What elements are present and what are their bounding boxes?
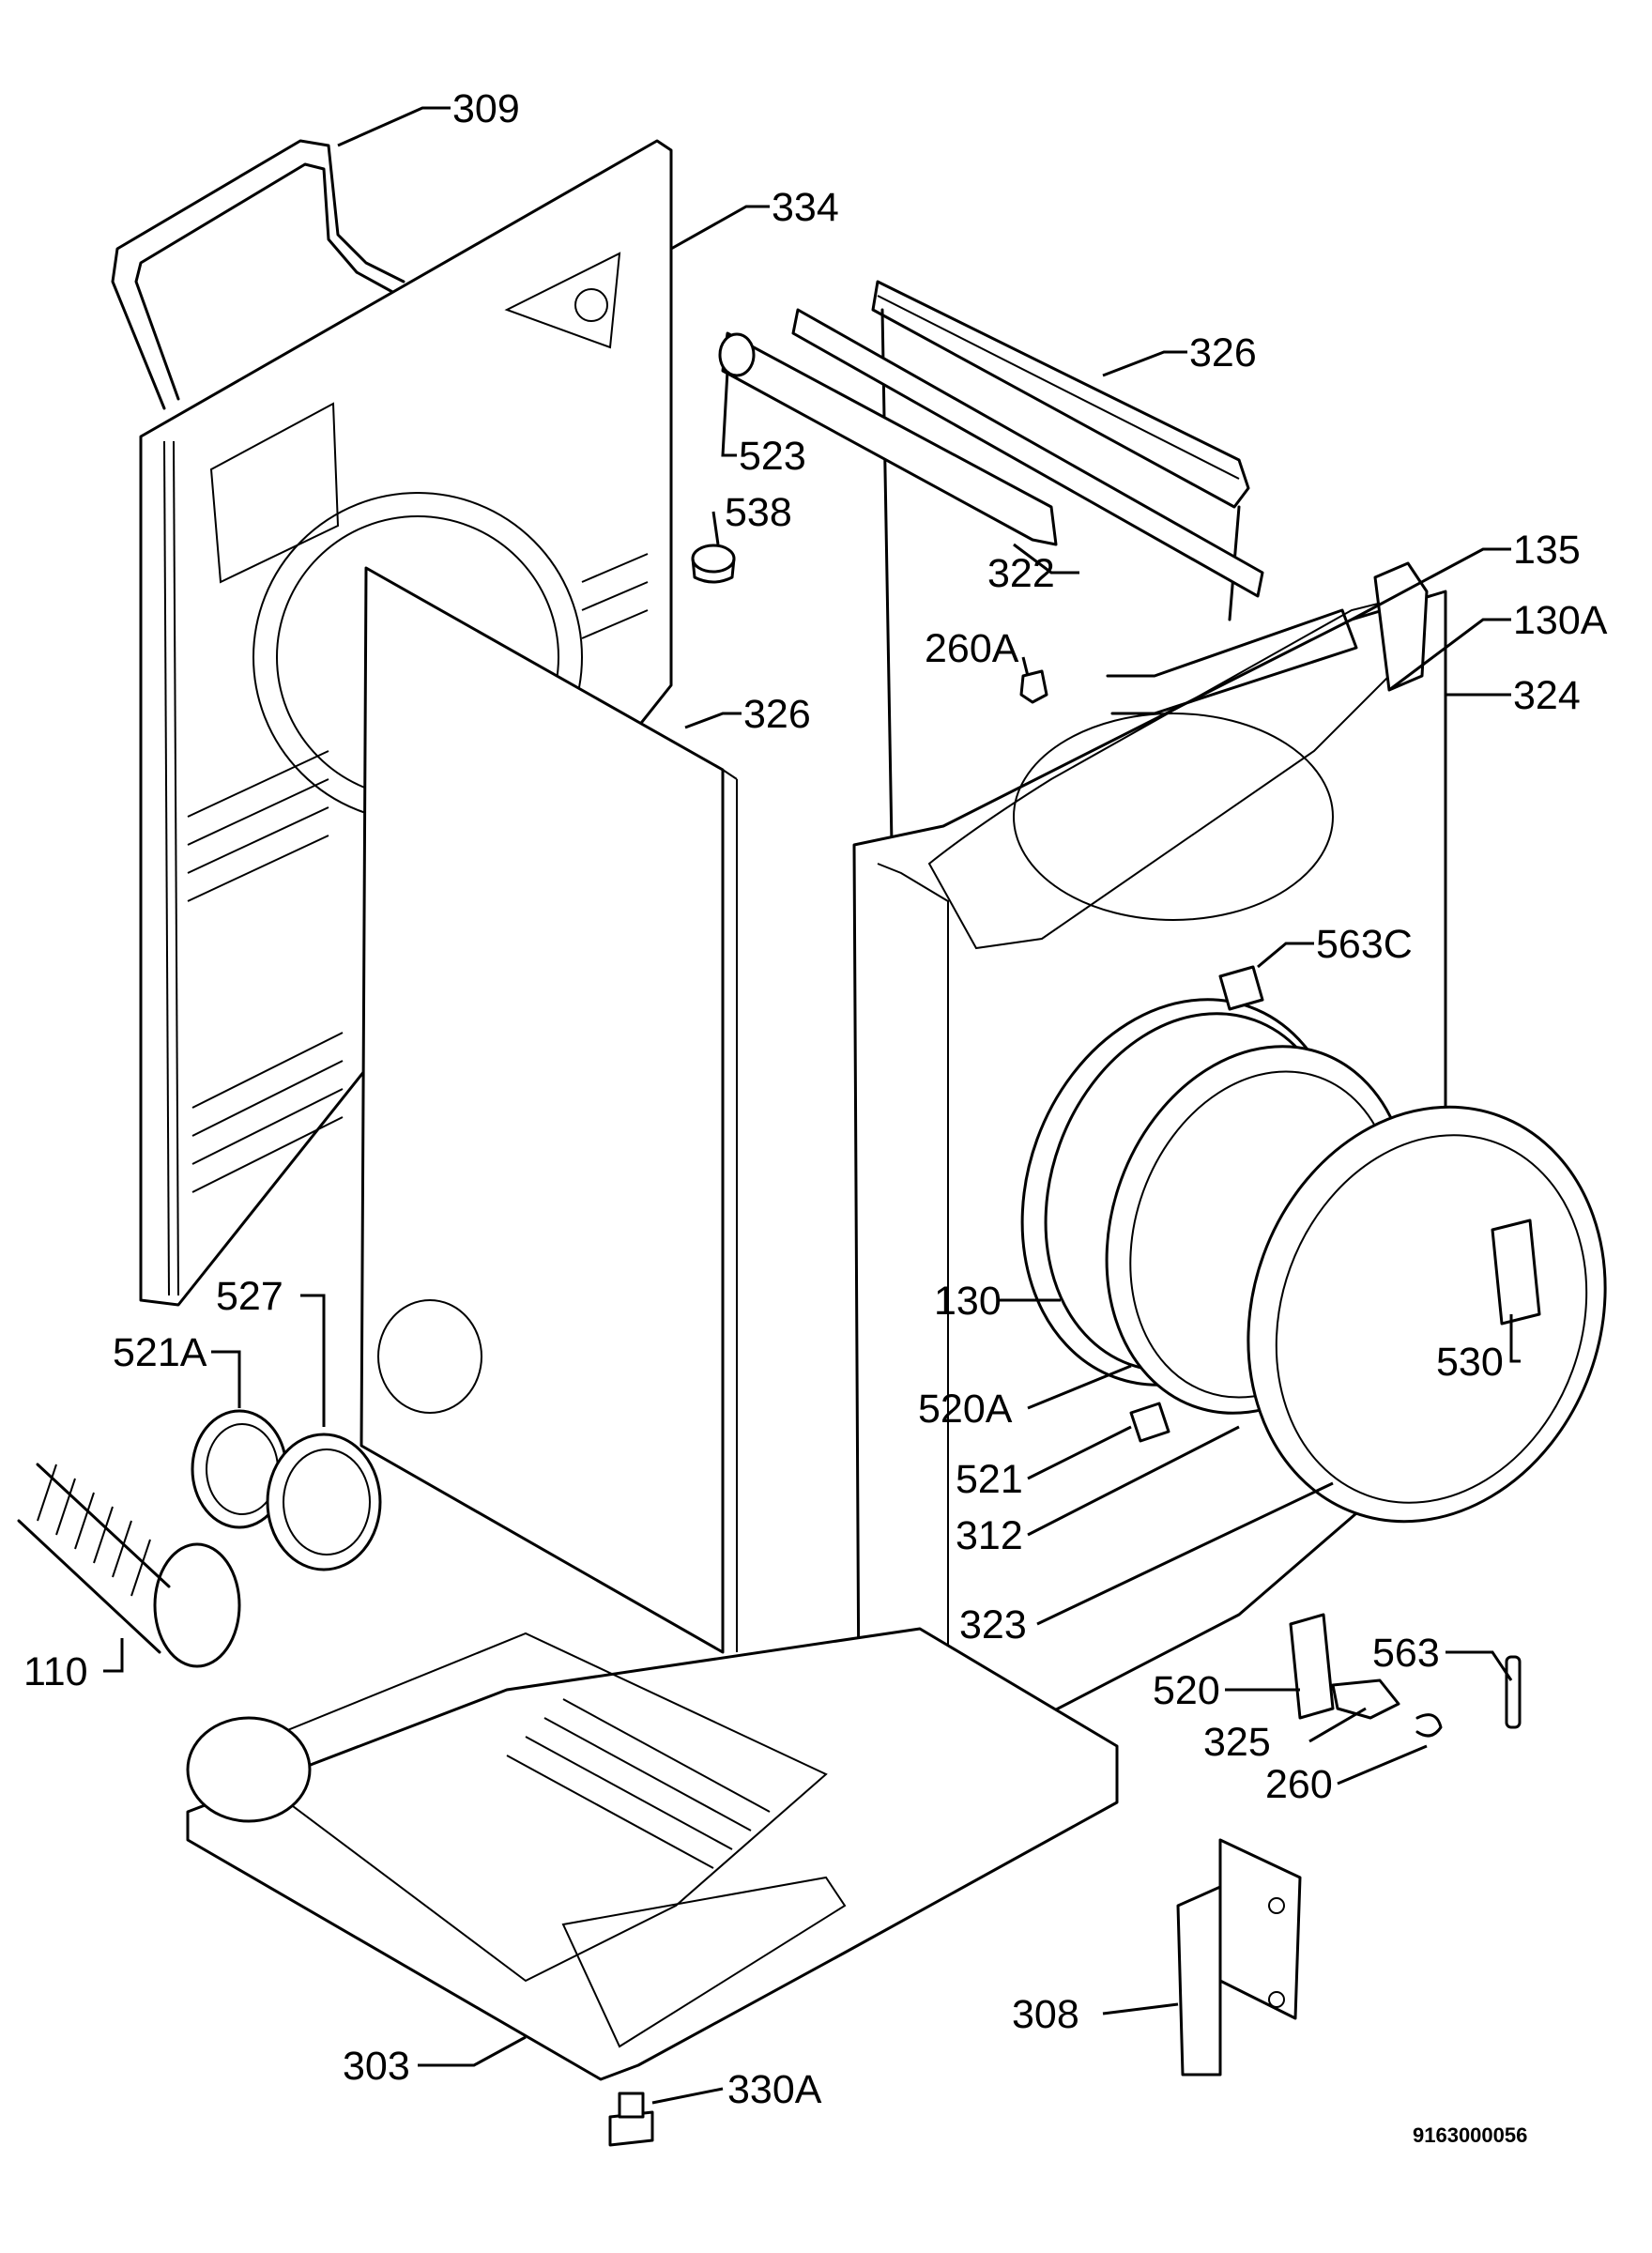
- part-538-bushing: [691, 544, 736, 584]
- part-563-pin: [1505, 1655, 1522, 1729]
- label-521A: 521A: [113, 1330, 207, 1375]
- part-130A-bracket: [1373, 561, 1429, 692]
- label-324: 324: [1513, 673, 1581, 718]
- part-322-seal: [791, 308, 1264, 598]
- label-527: 527: [216, 1274, 283, 1319]
- label-521: 521: [956, 1457, 1023, 1502]
- label-520: 520: [1153, 1668, 1220, 1713]
- part-labels: 309 334 326 523 538 322 135 130A 324 260…: [23, 86, 1608, 2147]
- label-303: 303: [343, 2044, 410, 2089]
- label-325: 325: [1203, 1720, 1271, 1765]
- part-326-top-strip: [871, 280, 1250, 847]
- label-538: 538: [725, 490, 792, 535]
- label-130: 130: [934, 1279, 1002, 1324]
- part-521-latch: [1129, 1402, 1170, 1443]
- label-110: 110: [23, 1649, 88, 1694]
- part-260-spring-clip: [1415, 1713, 1443, 1738]
- part-520-hinge-plate: [1289, 1613, 1335, 1720]
- label-523: 523: [739, 434, 806, 479]
- label-326-top: 326: [1189, 330, 1257, 376]
- part-325-hinge-arm: [1331, 1678, 1400, 1720]
- label-260A: 260A: [925, 626, 1019, 671]
- part-527-ring: [266, 1433, 382, 1571]
- label-563C: 563C: [1316, 922, 1413, 967]
- label-322: 322: [987, 551, 1055, 596]
- part-563C-clip: [1218, 965, 1264, 1011]
- part-309-handle-frame: [111, 139, 405, 410]
- part-303-base: [186, 1627, 1119, 2081]
- part-330A-foot: [608, 2092, 654, 2147]
- part-530-door: [1247, 1105, 1607, 1524]
- part-523-rod: [718, 331, 1058, 546]
- label-130A: 130A: [1513, 598, 1608, 643]
- label-308: 308: [1012, 1992, 1079, 2037]
- label-323: 323: [959, 1602, 1027, 1648]
- part-326-side-panel: [359, 566, 738, 1654]
- label-135: 135: [1513, 528, 1581, 573]
- document-number: 9163000056: [1413, 2123, 1527, 2147]
- label-530: 530: [1436, 1340, 1504, 1385]
- part-260A-clip: [1019, 669, 1048, 704]
- label-520A: 520A: [918, 1387, 1013, 1432]
- label-330A: 330A: [727, 2067, 822, 2112]
- label-309: 309: [452, 86, 520, 131]
- label-326-side: 326: [743, 692, 811, 737]
- leader-lines: [103, 106, 1521, 2105]
- part-110-hose: [17, 1463, 241, 1668]
- part-135-seal: [1106, 608, 1358, 715]
- part-308-hinge: [1176, 1838, 1302, 2077]
- label-563: 563: [1372, 1631, 1440, 1676]
- label-334: 334: [772, 185, 839, 230]
- label-260: 260: [1265, 1762, 1333, 1807]
- label-312: 312: [956, 1513, 1023, 1558]
